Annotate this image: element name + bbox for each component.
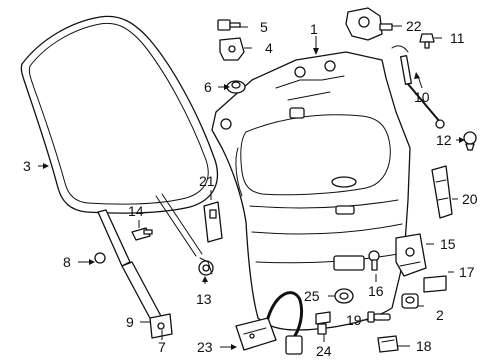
ball-stud	[419, 33, 435, 49]
lower-bracket	[149, 313, 173, 339]
washer	[334, 288, 354, 304]
support-strut	[391, 45, 445, 129]
screw	[131, 227, 153, 241]
callout-25: 25	[304, 288, 320, 304]
hinge-bracket	[219, 37, 245, 61]
trim-cover	[431, 165, 453, 219]
callout-8: 8	[63, 254, 71, 270]
latch-bolt	[368, 250, 380, 271]
mounting-screw	[315, 311, 331, 335]
callout-9: 9	[126, 314, 134, 330]
callout-16: 16	[368, 283, 384, 299]
strut-stud	[463, 131, 477, 151]
callout-5: 5	[260, 19, 268, 35]
callout-3: 3	[23, 158, 31, 174]
callout-2: 2	[436, 307, 444, 323]
alignment-pin	[367, 311, 391, 323]
liftgate-panel	[211, 51, 411, 331]
callout-labels: 1 2 3 4 5 6 7 8 9 10 11 12 13 14 15 16 1…	[23, 18, 478, 359]
callout-18: 18	[416, 338, 432, 354]
callout-19: 19	[346, 312, 362, 328]
callout-6: 6	[204, 79, 212, 95]
callout-7: 7	[158, 339, 166, 355]
latch-assembly	[395, 233, 427, 277]
lift-motor	[345, 7, 393, 41]
callout-4: 4	[265, 40, 273, 56]
connector	[377, 335, 399, 353]
wiring-harness	[235, 291, 304, 355]
callout-15: 15	[440, 236, 456, 252]
callout-24: 24	[316, 343, 332, 359]
leader-lines	[38, 25, 465, 350]
hinge-bolt	[217, 19, 241, 31]
callout-17: 17	[459, 264, 475, 280]
rubber-bumper	[401, 293, 419, 309]
mounting-bracket	[203, 201, 223, 243]
callout-22: 22	[406, 18, 422, 34]
callout-21: 21	[199, 173, 215, 189]
release-cable	[155, 193, 214, 276]
bumper-stop	[423, 275, 447, 293]
callout-20: 20	[462, 191, 478, 207]
callout-11: 11	[450, 30, 465, 46]
callout-1: 1	[310, 21, 318, 37]
callout-12: 12	[436, 132, 452, 148]
left-gas-strut	[94, 209, 163, 323]
weatherstrip-seal	[20, 15, 219, 214]
callout-10: 10	[414, 89, 430, 105]
callout-23: 23	[197, 339, 213, 355]
callout-13: 13	[196, 291, 212, 307]
callout-14: 14	[128, 203, 144, 219]
